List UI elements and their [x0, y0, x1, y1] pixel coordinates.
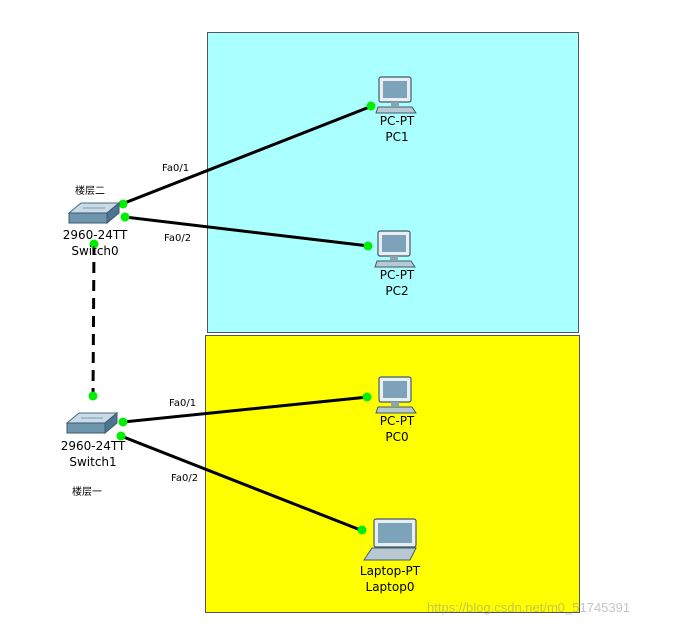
link-switch0-switch1[interactable] — [91, 243, 96, 397]
pc0-name: PC0 — [385, 430, 409, 444]
link-dot — [116, 431, 126, 441]
port-label-s0-pc1: Fa0/1 — [162, 163, 190, 174]
link-dot — [88, 391, 98, 401]
link-switch0-pc2[interactable] — [124, 215, 370, 248]
port-label-s1-pc0: Fa0/1 — [169, 398, 197, 409]
switch0-name: Switch0 — [71, 244, 119, 258]
link-dot — [366, 101, 376, 111]
pc1-label: PC-PT PC1 — [380, 113, 415, 145]
pc2-icon[interactable] — [374, 230, 416, 268]
switch0-label: 2960-24TT Switch0 — [63, 227, 128, 259]
pc0-label: PC-PT PC0 — [380, 413, 415, 445]
link-dot — [120, 212, 130, 222]
pc1-model: PC-PT — [379, 114, 415, 128]
laptop0-label: Laptop-PT Laptop0 — [360, 563, 420, 595]
switch1-name: Switch1 — [69, 455, 117, 469]
pc0-model: PC-PT — [379, 414, 415, 428]
floor-note-switch0: 楼层二 — [75, 186, 105, 197]
switch0-model: 2960-24TT — [62, 228, 128, 242]
link-dot — [362, 392, 372, 402]
link-dot — [363, 241, 373, 251]
link-switch0-pc1[interactable] — [121, 104, 373, 206]
link-switch1-laptop0[interactable] — [120, 434, 364, 533]
floor-note-switch1: 楼层一 — [72, 487, 102, 498]
pc2-label: PC-PT PC2 — [380, 267, 415, 299]
switch0-icon[interactable] — [67, 201, 121, 225]
watermark: https://blog.csdn.net/m0_51745391 — [427, 600, 631, 615]
laptop0-model: Laptop-PT — [359, 564, 421, 578]
link-dot — [89, 239, 99, 249]
link-dot — [118, 417, 128, 427]
switch1-model: 2960-24TT — [60, 439, 126, 453]
port-label-s0-pc2: Fa0/2 — [164, 233, 192, 244]
pc1-name: PC1 — [385, 130, 409, 144]
pc1-icon[interactable] — [375, 76, 417, 114]
switch1-icon[interactable] — [65, 411, 119, 435]
link-dots — [88, 101, 376, 535]
link-dot — [357, 525, 367, 535]
laptop0-icon[interactable] — [363, 518, 417, 561]
link-dot — [118, 199, 128, 209]
link-switch1-pc0[interactable] — [122, 395, 369, 424]
switch1-label: 2960-24TT Switch1 — [61, 438, 126, 470]
pc2-name: PC2 — [385, 284, 409, 298]
port-label-s1-laptop0: Fa0/2 — [171, 473, 199, 484]
pc2-model: PC-PT — [379, 268, 415, 282]
laptop0-name: Laptop0 — [365, 580, 415, 594]
pc0-icon[interactable] — [375, 376, 417, 414]
